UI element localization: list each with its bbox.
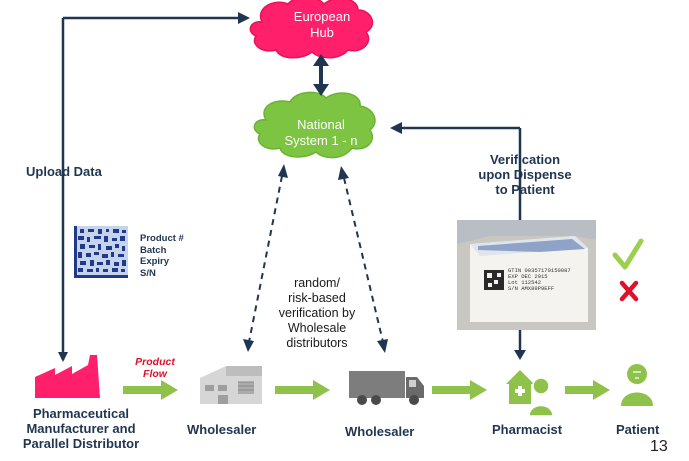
cross-icon (619, 280, 639, 302)
verification-line3: to Patient (495, 182, 555, 197)
check-icon (612, 238, 644, 270)
product-flow-line1: Product (135, 356, 175, 368)
wholesaler-2-label: Wholesaler (345, 424, 415, 439)
datamatrix-code (74, 226, 128, 278)
european-hub-label: European Hub (272, 9, 372, 41)
verification-line2: upon Dispense (478, 167, 572, 182)
random-verification-line3: verification by (278, 306, 356, 320)
manufacturer-line1: Pharmaceutical (32, 406, 130, 421)
european-hub-line1: European (293, 9, 351, 24)
product-flow-label: Product Flow (126, 356, 184, 380)
verification-label: Verification upon Dispense to Patient (465, 152, 585, 197)
random-verification-line5: distributors (286, 336, 348, 350)
field-expiry: Expiry (140, 256, 170, 267)
pack-label-lot: Lot 112542 (508, 279, 541, 286)
page-number: 13 (650, 438, 668, 455)
european-hub-cloud (249, 0, 374, 59)
field-product: Product # (140, 233, 184, 244)
warehouse-icon (200, 366, 262, 404)
product-flow-line2: Flow (143, 368, 167, 380)
national-system-line2: System 1 - n (284, 133, 358, 148)
dashed-arrow-wholesaler-2 (338, 166, 388, 353)
flow-arrow-3 (432, 380, 487, 400)
dashed-arrow-wholesaler-1 (243, 164, 288, 352)
field-batch: Batch (140, 244, 167, 256)
random-verification-line2: risk-based (288, 291, 346, 305)
flow-arrow-2 (275, 380, 330, 400)
upload-data-label: Upload Data (26, 164, 102, 179)
verification-line1: Verification (489, 152, 561, 167)
verification-arrow (390, 122, 526, 360)
wholesaler-1-label: Wholesaler (187, 422, 257, 437)
hub-national-double-arrow (313, 54, 329, 96)
manufacturer-line2: Manufacturer and (26, 421, 136, 436)
patient-icon (621, 364, 653, 406)
european-hub-line2: Hub (310, 25, 334, 40)
national-system-line1: National (297, 117, 345, 132)
truck-icon (349, 371, 424, 405)
random-verification-line1: random/ (294, 276, 340, 290)
pack-label-expiry: EXP DEC 2015 (508, 273, 548, 280)
factory-icon (35, 355, 100, 398)
manufacturer-label: Pharmaceutical Manufacturer and Parallel… (10, 406, 152, 451)
flow-arrow-4 (565, 380, 610, 400)
pack-label-gtin: GTIN 00357170150087 (508, 267, 571, 274)
pack-label-serial: S/N AMX89P9EFF (508, 285, 554, 292)
random-verification-line4: Wholesale (287, 321, 347, 335)
datamatrix-fields: Product # Batch Expiry S/N (140, 233, 184, 279)
flow-arrow-1 (123, 380, 178, 400)
random-verification-label: random/ risk-based verification by Whole… (262, 276, 372, 351)
field-serial: S/N (140, 267, 156, 279)
manufacturer-line3: Parallel Distributor (22, 436, 140, 451)
upload-data-arrow (58, 12, 250, 362)
national-system-cloud (253, 91, 376, 159)
pharmacist-icon (506, 370, 554, 417)
medicine-pack-photo: GTIN 00357170150087 EXP DEC 2015 Lot 112… (457, 220, 596, 330)
pharmacist-label: Pharmacist (492, 422, 563, 437)
national-system-label: National System 1 - n (266, 117, 376, 149)
patient-label: Patient (616, 422, 660, 437)
